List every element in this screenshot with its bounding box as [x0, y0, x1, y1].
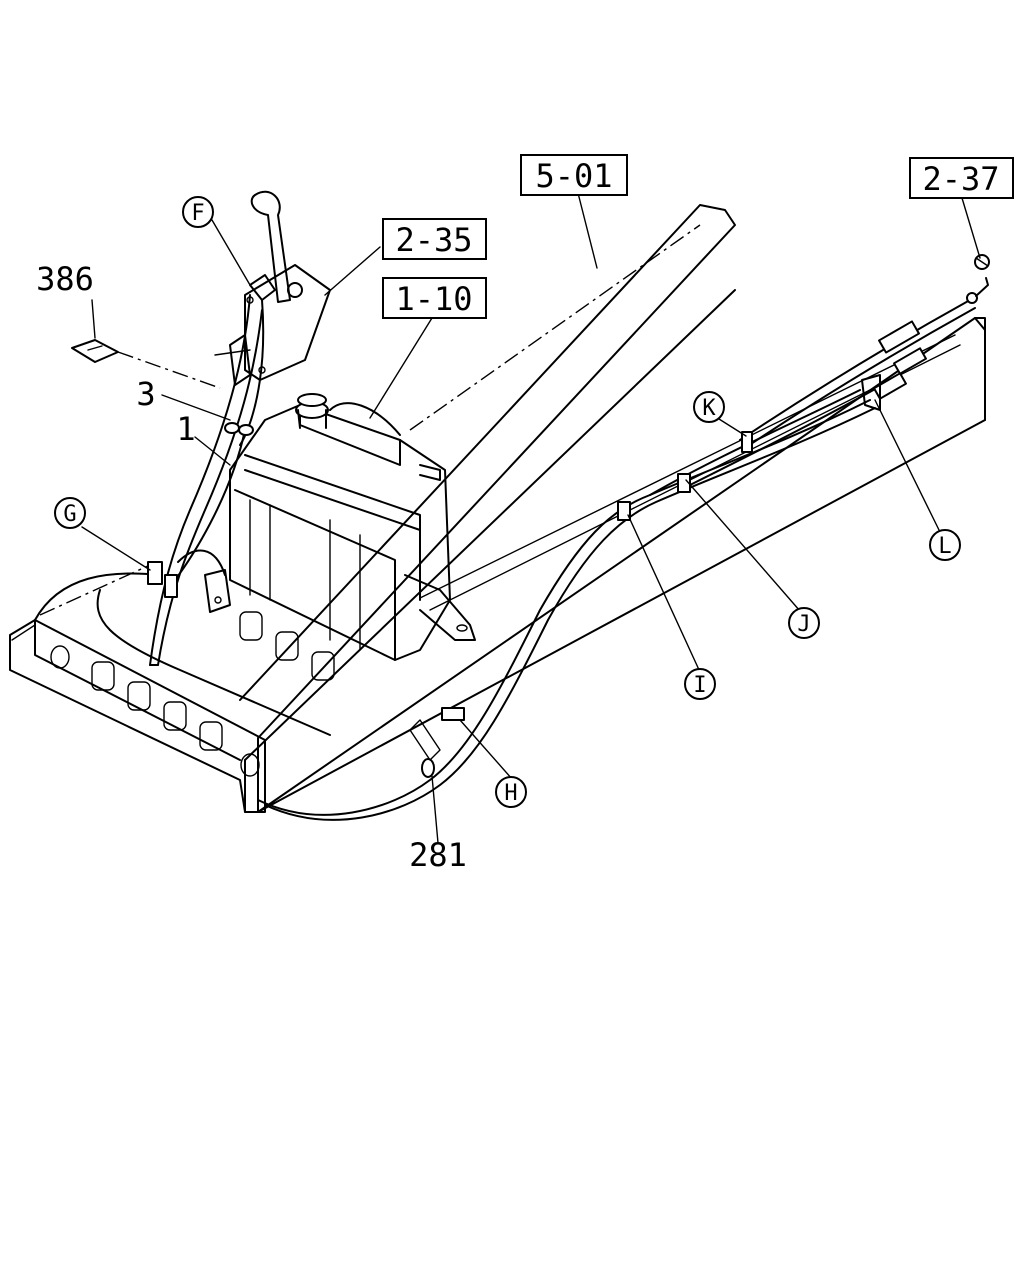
tank-assembly — [229, 393, 476, 661]
callout-L-label: L — [938, 534, 951, 559]
brake-lever — [214, 190, 331, 386]
callout-J-label: J — [797, 612, 810, 637]
frame-side-rail — [239, 204, 986, 813]
part-386-label: 386 — [36, 260, 94, 298]
callout-F-label: F — [191, 201, 204, 226]
callout-I[interactable]: I — [684, 668, 716, 700]
part-281-label: 281 — [409, 836, 467, 874]
callout-K-label: K — [702, 396, 716, 421]
ref-1-10-label: 1-10 — [395, 280, 472, 318]
part-3-label: 3 — [136, 375, 155, 413]
ref-box-2-35[interactable]: 2-35 — [382, 218, 487, 260]
part-1-label: 1 — [176, 410, 195, 448]
callout-J[interactable]: J — [788, 607, 820, 639]
clip-386 — [71, 339, 221, 389]
callout-H-label: H — [504, 781, 517, 806]
callout-H[interactable]: H — [495, 776, 527, 808]
leader-lines — [81, 192, 981, 844]
ref-2-35-label: 2-35 — [395, 221, 472, 259]
ref-box-1-10[interactable]: 1-10 — [382, 277, 487, 319]
callout-K[interactable]: K — [693, 391, 725, 423]
callout-F[interactable]: F — [182, 196, 214, 228]
callout-I-label: I — [693, 673, 706, 698]
brake-cables — [147, 254, 990, 821]
ref-2-37-label: 2-37 — [922, 160, 999, 198]
callout-G[interactable]: G — [54, 497, 86, 529]
ref-box-5-01[interactable]: 5-01 — [520, 154, 628, 196]
ref-5-01-label: 5-01 — [535, 157, 612, 195]
callout-L[interactable]: L — [929, 529, 961, 561]
ref-box-2-37[interactable]: 2-37 — [909, 157, 1014, 199]
callout-G-label: G — [63, 502, 76, 527]
frame-cross-member — [9, 564, 335, 813]
